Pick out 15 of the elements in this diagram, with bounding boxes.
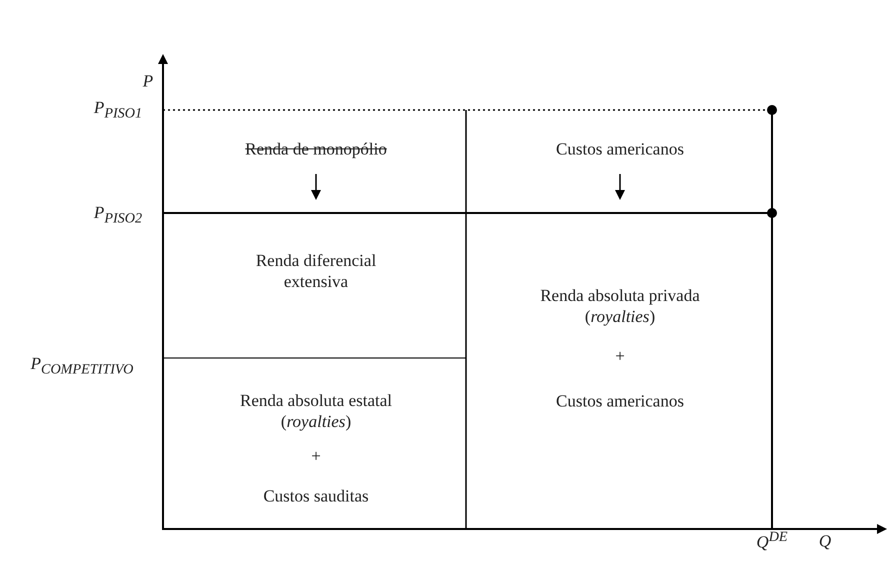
region-label: Renda diferencial extensiva (254, 250, 378, 292)
region-label: Renda absoluta estatal (royalties) (238, 390, 393, 432)
region-label: Renda de monopólio (245, 138, 387, 160)
region-label: Custos americanos (556, 390, 684, 412)
axis-label: P (142, 70, 154, 92)
tick-label: Q$^{DE}$ (756, 529, 788, 553)
region-label: Renda absoluta privada (royalties) (539, 284, 701, 328)
tick-label: P$_{COMPETITIVO}$ (30, 352, 134, 380)
plus-sign: + (311, 445, 321, 467)
plus-sign: + (615, 345, 625, 367)
tick-label: P$_{PISO2}$ (94, 202, 142, 228)
region-label: Custos americanos (556, 138, 684, 160)
region-label: Custos sauditas (263, 485, 369, 507)
axis-label: Q (818, 530, 832, 552)
tick-label: P$_{PISO1}$ (94, 96, 142, 124)
